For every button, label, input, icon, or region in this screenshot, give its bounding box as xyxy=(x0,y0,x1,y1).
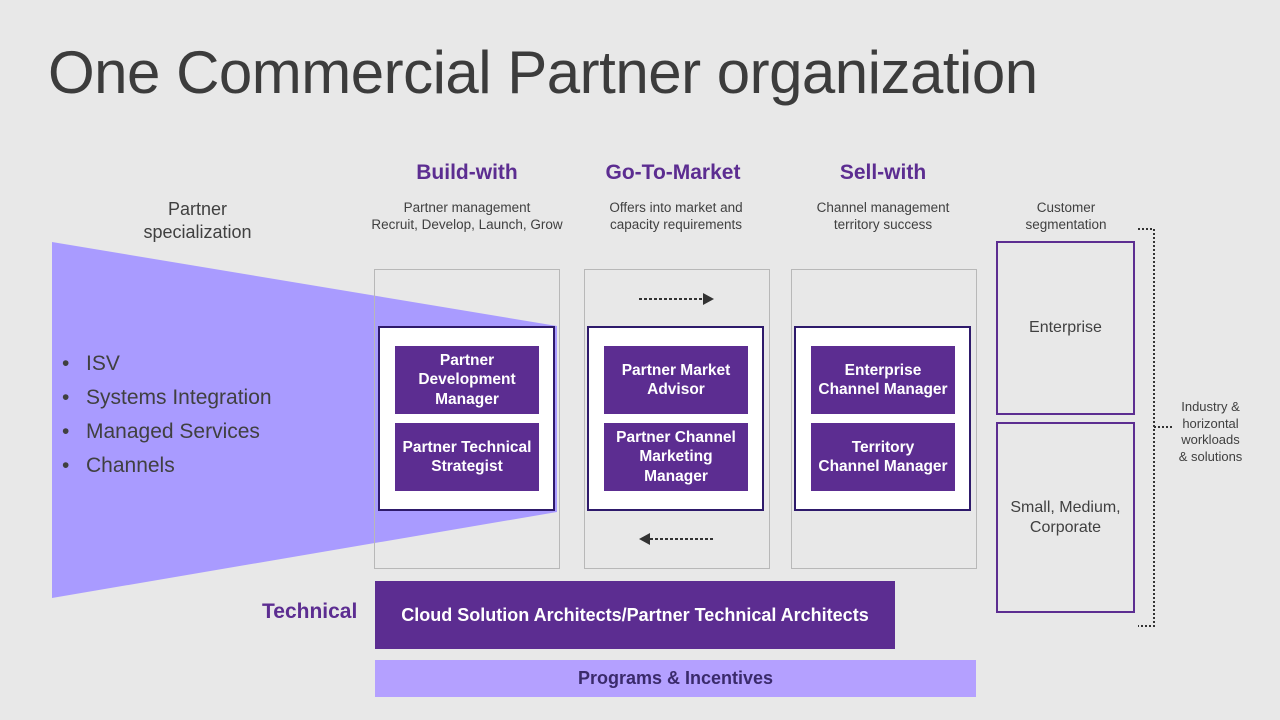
segment-small-medium-corporate: Small, Medium, Corporate xyxy=(996,422,1135,613)
segment-label-line: Corporate xyxy=(1029,518,1102,536)
specialization-list: • ISV • Systems Integration • Managed Servi… xyxy=(62,350,272,486)
panel-sell-with xyxy=(791,269,977,569)
role-label-line: Partner Technical xyxy=(402,438,532,456)
segment-enterprise: Enterprise xyxy=(996,241,1135,415)
role-label-line: Channel Manager xyxy=(818,381,948,398)
role-label-line: Partner Market xyxy=(621,361,731,379)
industry-note: Industry & horizontal workloads & soluti… xyxy=(1168,399,1253,465)
role-label-line: Manager xyxy=(644,467,708,485)
column-sub-line1: Partner management xyxy=(403,200,531,215)
bullet-icon: • xyxy=(62,454,70,477)
segmentation-bracket xyxy=(1138,228,1155,627)
list-item-label: Managed Services xyxy=(86,420,260,443)
role-label-line: Advisor xyxy=(647,381,705,398)
forward-arrow-head xyxy=(703,293,714,305)
technical-architects-bar: Cloud Solution Architects/Partner Techni… xyxy=(375,581,895,649)
column-heading-build-with: Build-with xyxy=(416,161,518,184)
backward-arrow-head xyxy=(639,533,650,545)
column-sub-line2: territory success xyxy=(833,217,933,232)
industry-note-line: & solutions xyxy=(1178,448,1243,464)
bullet-icon: • xyxy=(62,420,70,443)
industry-note-line: horizontal xyxy=(1182,415,1239,431)
segmentation-heading: Customer segmentation xyxy=(996,199,1136,233)
industry-note-line: Industry & xyxy=(1181,399,1240,414)
segment-label-line: Small, Medium, xyxy=(1010,498,1121,516)
role-partner-market-advisor: Partner Market Advisor xyxy=(604,346,748,414)
column-sub-line1: Channel management xyxy=(816,200,950,215)
column-sub-sell-with: Channel management territory success xyxy=(768,199,998,233)
role-partner-technical-strategist: Partner Technical Strategist xyxy=(395,423,539,491)
list-item-label: Channels xyxy=(86,454,175,477)
column-sub-line2: Recruit, Develop, Launch, Grow xyxy=(371,217,563,232)
column-sub-line1: Offers into market and xyxy=(609,200,743,215)
role-label-line: Manager xyxy=(435,390,499,408)
role-label-line: Partner Channel xyxy=(616,428,736,446)
programs-incentives-bar: Programs & Incentives xyxy=(375,660,976,697)
bullet-icon: • xyxy=(62,352,70,375)
specialization-label: Partner specialization xyxy=(120,198,275,244)
list-item: • Managed Services xyxy=(62,418,272,452)
role-label-line: Strategist xyxy=(431,458,503,475)
list-item: • ISV xyxy=(62,350,272,384)
segment-label: Enterprise xyxy=(1029,319,1102,336)
segmentation-heading-line1: Customer xyxy=(1036,200,1096,215)
technical-label: Technical xyxy=(262,600,358,623)
role-territory-channel-manager: Territory Channel Manager xyxy=(811,423,955,491)
role-label-line: Channel Manager xyxy=(818,458,948,475)
role-label-line: Territory xyxy=(851,438,915,456)
industry-note-line: workloads xyxy=(1181,432,1240,447)
role-label-line: Partner xyxy=(439,351,495,369)
list-item: • Systems Integration xyxy=(62,384,272,418)
role-label-line: Enterprise xyxy=(844,361,922,379)
list-item-label: ISV xyxy=(86,352,120,375)
role-partner-channel-marketing-manager: Partner Channel Marketing Manager xyxy=(604,423,748,491)
column-sub-go-to-market: Offers into market and capacity requirem… xyxy=(561,199,791,233)
column-sub-build-with: Partner management Recruit, Develop, Lau… xyxy=(352,199,582,233)
specialization-label-line2: specialization xyxy=(143,222,252,242)
page-title: One Commercial Partner organization xyxy=(48,39,1038,106)
column-sub-line2: capacity requirements xyxy=(609,217,743,232)
role-label-line: Marketing xyxy=(639,448,713,466)
list-item-label: Systems Integration xyxy=(86,386,272,409)
bullet-icon: • xyxy=(62,386,70,409)
panel-go-to-market xyxy=(584,269,770,569)
role-label-line: Development xyxy=(418,371,516,389)
role-partner-development-manager: Partner Development Manager xyxy=(395,346,539,414)
column-heading-go-to-market: Go-To-Market xyxy=(605,161,741,184)
specialization-label-line1: Partner xyxy=(167,199,228,219)
segmentation-heading-line2: segmentation xyxy=(1025,217,1107,232)
role-enterprise-channel-manager: Enterprise Channel Manager xyxy=(811,346,955,414)
panel-build-with xyxy=(374,269,560,569)
list-item: • Channels xyxy=(62,452,272,486)
column-heading-sell-with: Sell-with xyxy=(839,161,927,184)
